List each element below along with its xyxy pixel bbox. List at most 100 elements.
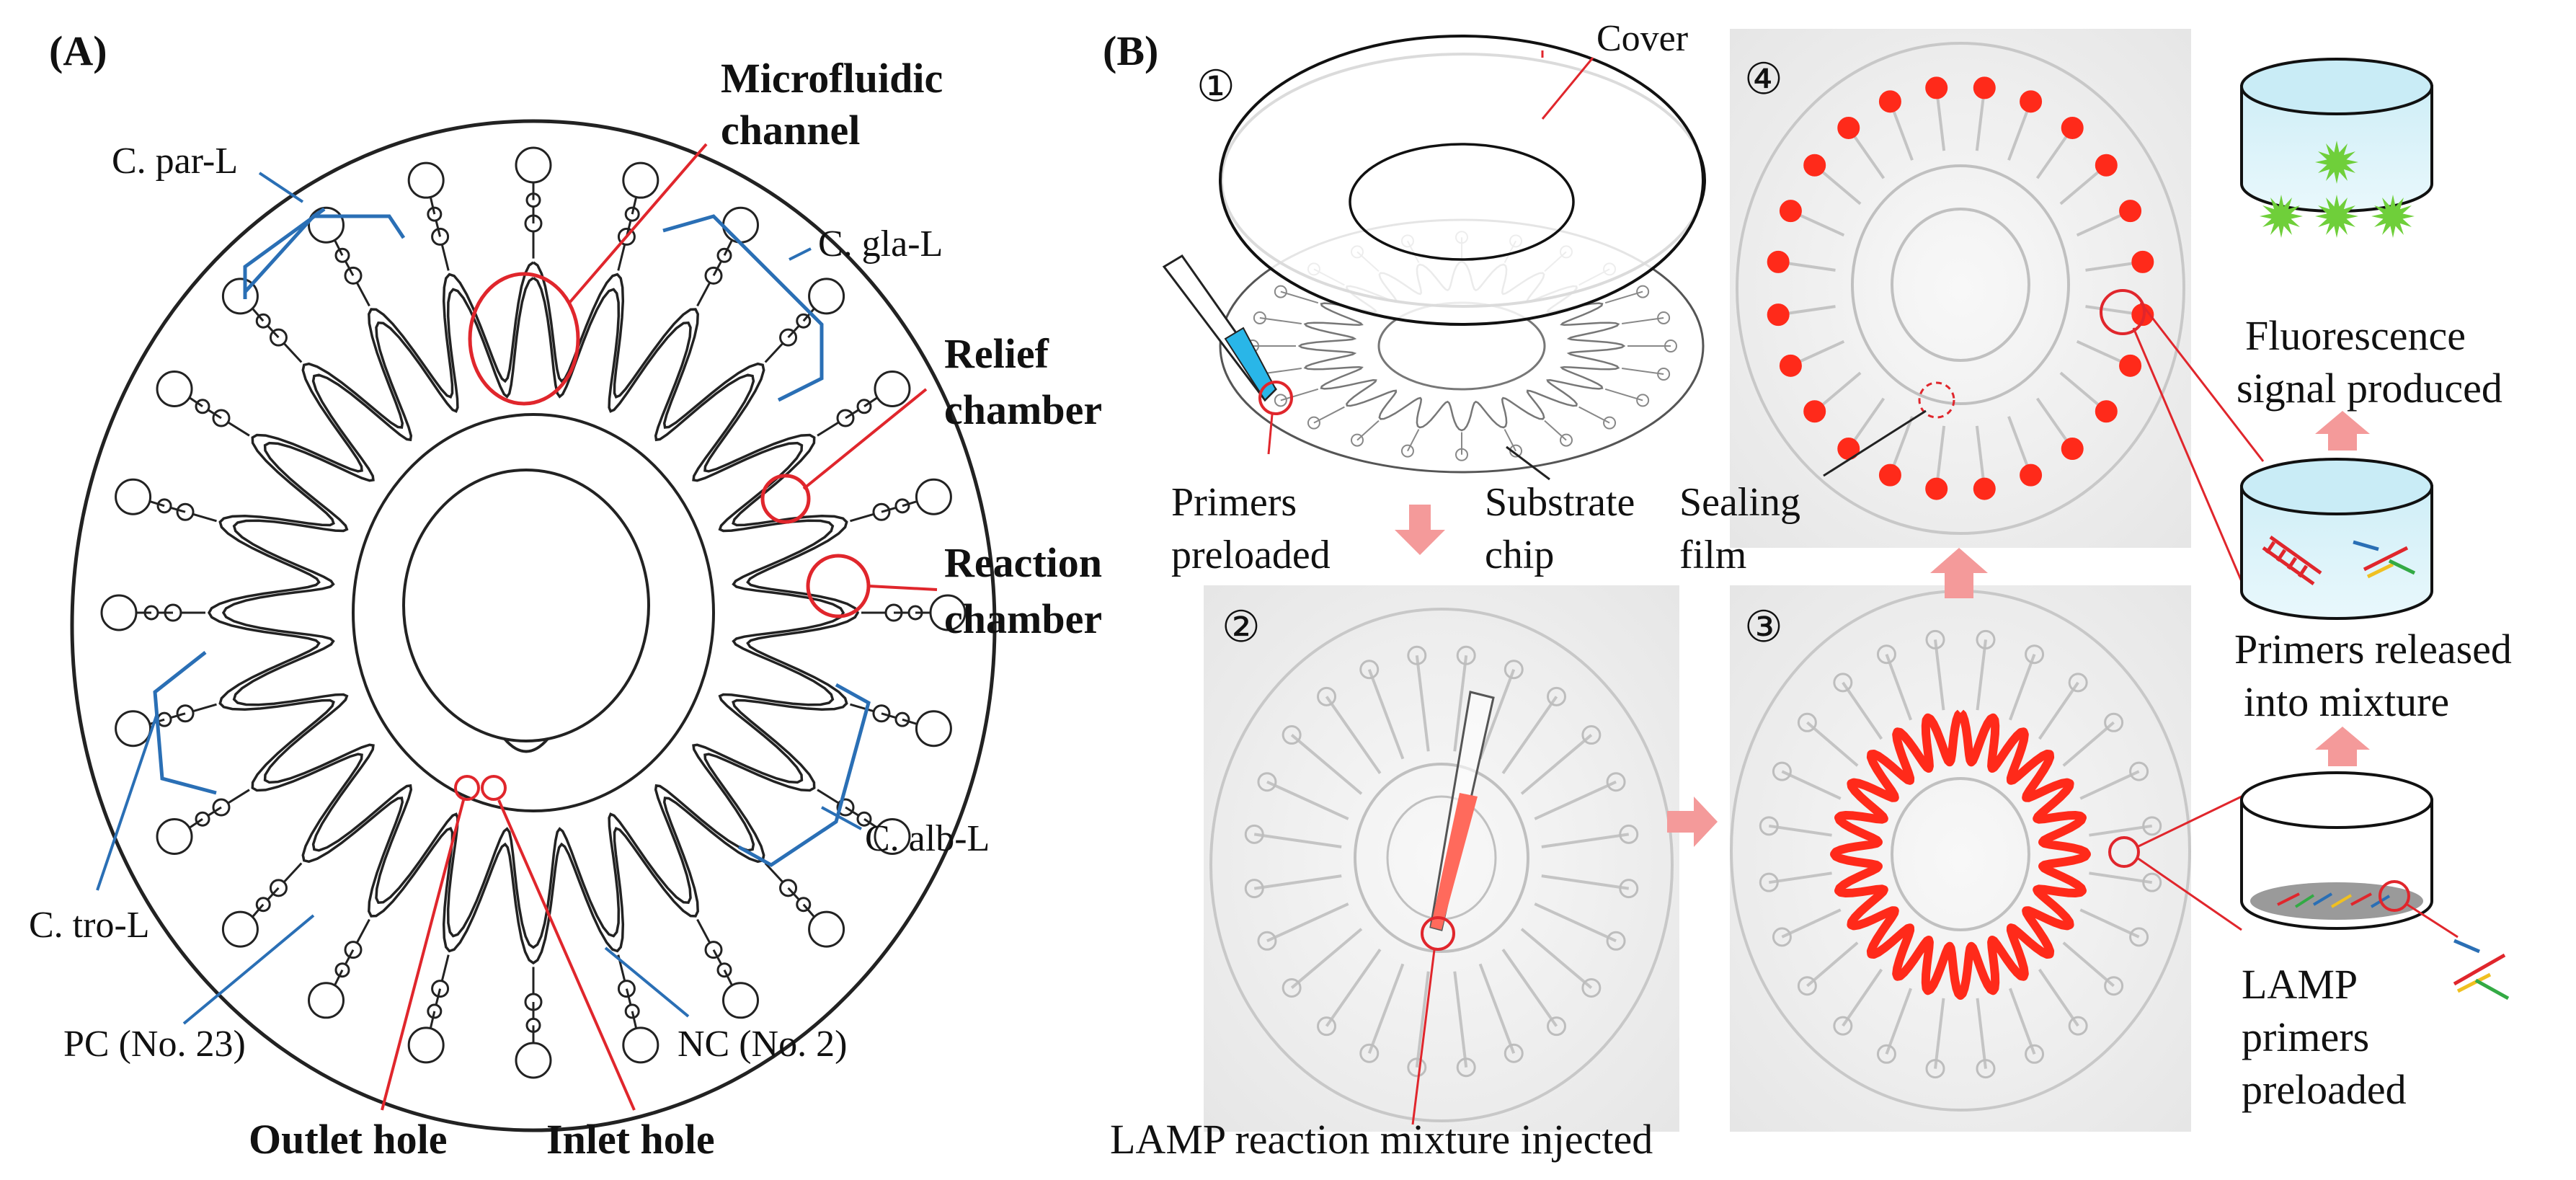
chip-arm [1806, 941, 1859, 988]
chip-arm [1501, 949, 1558, 1027]
pc-leader [182, 914, 315, 1025]
step-4-number: ④ [1744, 56, 1783, 103]
arm-channel [631, 195, 638, 215]
chip-arm [1415, 971, 1430, 1068]
chip-outer-edge [70, 119, 997, 1132]
chip-chamber [2142, 872, 2162, 892]
substrate-chamber [1657, 311, 1671, 324]
substrate-zigzag [1297, 260, 1626, 432]
substrate-arm [1356, 420, 1380, 441]
substrate-arm [1280, 388, 1319, 402]
nc-label: NC (No. 2) [678, 1024, 847, 1065]
chip-chamber [1407, 645, 1427, 665]
c-gla-label: C. gla-L [818, 223, 943, 265]
chip-arm [1478, 963, 1516, 1054]
panel-b-tag: (B) [1103, 27, 1158, 74]
chip-chamber [1317, 686, 1337, 706]
chip-arm [1769, 871, 1832, 884]
substrate-chamber [1274, 285, 1287, 298]
chip-chamber [1581, 977, 1602, 998]
arm-channel [802, 903, 817, 919]
substrate-chamber [1455, 448, 1468, 461]
chip-arm [1534, 780, 1617, 820]
chip-chamber [1619, 879, 1639, 899]
exploded-view [1162, 35, 1707, 481]
chip-arm [1501, 696, 1558, 774]
cover-callout-line [1541, 57, 1594, 120]
chip-chamber [1876, 1044, 1896, 1064]
reaction-chamber [156, 371, 193, 407]
reaction-label-line2: chamber [944, 595, 1102, 642]
reaction-chamber-arms [100, 146, 967, 1079]
dna-ladder-icon [2262, 535, 2322, 586]
center-hole-notch [503, 737, 549, 753]
reaction-chamber [407, 161, 445, 199]
chip-arm [1453, 655, 1468, 752]
pc-label: PC (No. 23) [63, 1024, 246, 1065]
chip-arm [1520, 734, 1593, 795]
chip-chamber [1837, 116, 1860, 139]
chip-chamber [2119, 354, 2142, 377]
microfluidic-callout-line [568, 143, 708, 304]
substrate-arm [1604, 388, 1643, 402]
filled-channel-red [1830, 709, 2091, 1000]
reaction-chamber [915, 710, 952, 748]
step-3-photo [1730, 585, 2191, 1132]
sealing-film-callout [1918, 381, 1955, 419]
substrate-arm [1544, 420, 1567, 441]
c-par-bracket-top [244, 214, 406, 293]
chip-arm [2089, 871, 2152, 884]
chip-chamber [1504, 660, 1524, 680]
chip-arm [1478, 669, 1516, 760]
chip-arm [1367, 669, 1405, 760]
chip-chamber [1876, 644, 1896, 665]
chip-arm [2079, 908, 2140, 939]
microfluidic-label-line1: Microfluidic [721, 55, 943, 102]
step-3-number: ③ [1744, 603, 1783, 651]
fluorescence-star-icon [2315, 195, 2358, 238]
chip-arm [2009, 988, 2036, 1055]
chip-inner-ring [352, 413, 715, 812]
primers-preloaded-line1: Primers [1171, 480, 1297, 525]
arm-channel [187, 817, 203, 830]
chip-chamber [2061, 116, 2084, 139]
chip-chamber [2068, 673, 2088, 693]
arrow-step2-to-step3 [1667, 797, 1718, 847]
chip-chamber [2095, 154, 2118, 177]
chip-arm [2079, 770, 2140, 800]
fluorescence-line1: Fluorescence [2245, 312, 2466, 359]
reaction-chamber [622, 161, 659, 199]
chip-chamber [1779, 354, 1802, 377]
sealing-film-line2: film [1679, 533, 1746, 577]
chip-chamber [1925, 1059, 1945, 1079]
chip-chamber [2068, 1016, 2088, 1036]
chip-chamber [2095, 400, 2118, 423]
chip-arm [1781, 770, 1842, 800]
fluorescence-line2: signal produced [2237, 365, 2502, 412]
chip-chamber [1772, 927, 1792, 947]
tube-fluorescence [2240, 58, 2433, 238]
substrate-chamber [1253, 311, 1266, 324]
substrate-arm [1504, 429, 1516, 452]
c-par-leader [258, 172, 304, 203]
pipette-tip-step1 [1162, 254, 1277, 402]
inlet-hole-label: Inlet hole [546, 1116, 715, 1163]
arrow-tube3-to-tube2 [2315, 727, 2370, 766]
chip-chamber [1257, 931, 1277, 951]
microfluidic-label-line2: channel [721, 107, 860, 154]
chip-chamber [1797, 976, 1817, 996]
c-par-bracket [243, 207, 326, 299]
chip-arm [1842, 968, 1883, 1027]
reaction-chamber [874, 371, 911, 407]
substrate-arm [1604, 290, 1643, 304]
chip-arm [1541, 874, 1630, 890]
chip-chamber [1606, 931, 1626, 951]
reaction-chamber [115, 710, 152, 748]
chip-arm [1266, 780, 1349, 820]
cover-label: Cover [1596, 18, 1688, 59]
relief-chamber-callout-circle [760, 474, 811, 524]
chip-arm [1842, 681, 1883, 740]
chip-arm [1541, 833, 1630, 848]
c-gla-bracket [662, 214, 824, 402]
chip-chamber [1925, 629, 1945, 649]
